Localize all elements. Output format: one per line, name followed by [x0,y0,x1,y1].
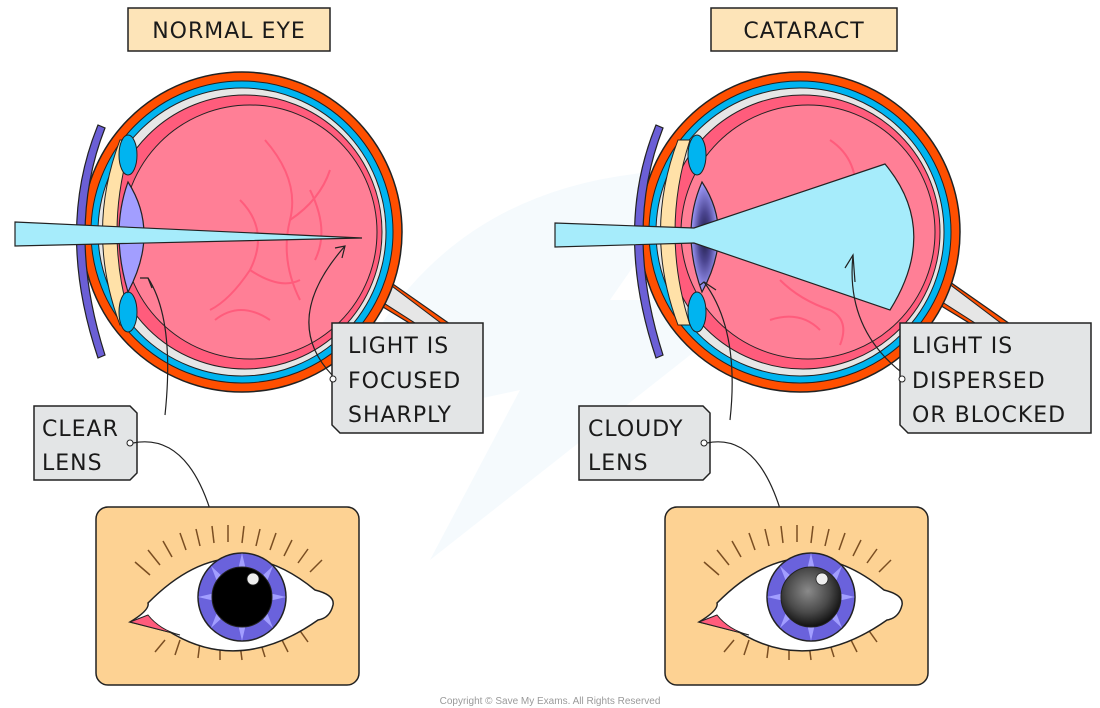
label-lens-line-2: LENS [588,451,649,476]
title-box-cataract: CATARACT [710,7,898,52]
eye-cross-section-normal [14,71,481,416]
label-light-line-1: LIGHT IS [912,334,1013,359]
light-beam-focused [14,221,363,247]
label-light-focused: LIGHT IS FOCUSED SHARPLY [329,322,484,434]
label-light-line-2: DISPERSED [912,369,1046,394]
label-lens-line-1: CLOUDY [588,417,683,442]
copyright-text: Copyright © Save My Exams. All Rights Re… [440,696,661,707]
title-box-normal: NORMAL EYE [127,7,331,52]
pupil-clear [211,566,273,628]
pupil-cloudy [780,566,842,628]
blood-vessels [209,139,331,321]
external-eye-cataract [664,506,929,686]
eye-cross-section-cataract [554,71,1041,421]
panel-cataract: CATARACT [554,7,1092,686]
label-lens-line-2: LENS [42,451,103,476]
label-light-line-1: LIGHT IS [348,334,449,359]
label-light-line-2: FOCUSED [348,369,461,394]
external-eye-normal [95,506,360,686]
label-cloudy-lens: CLOUDY LENS [578,405,793,561]
title-normal-eye: NORMAL EYE [152,19,306,44]
eyelid [75,124,106,359]
label-light-dispersed: LIGHT IS DISPERSED OR BLOCKED [898,322,1092,434]
title-cataract: CATARACT [743,19,864,44]
label-lens-line-1: CLEAR [42,417,119,442]
panel-normal-eye: NORMAL EYE [14,7,484,686]
watermark-logo [330,170,760,560]
label-light-line-3: SHARPLY [348,403,452,428]
label-clear-lens: CLEAR LENS [33,405,223,561]
light-beam-dispersed [554,163,915,311]
label-light-line-3: OR BLOCKED [912,403,1066,428]
